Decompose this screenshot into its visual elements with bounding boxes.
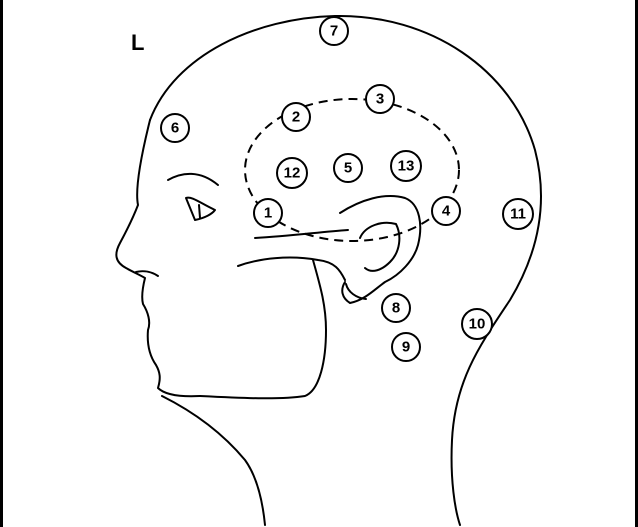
- svg-text:5: 5: [344, 160, 352, 177]
- ear-inner: [360, 223, 399, 271]
- svg-text:12: 12: [284, 165, 301, 182]
- eyebrow: [168, 174, 218, 185]
- face-profile: [116, 120, 200, 396]
- svg-text:13: 13: [398, 158, 415, 175]
- jaw-line: [200, 260, 326, 398]
- point-1: 1: [254, 199, 282, 227]
- svg-text:11: 11: [510, 206, 526, 223]
- temporal-line: [255, 230, 348, 238]
- ear-lobe: [346, 284, 366, 299]
- cheek-line: [238, 258, 345, 280]
- point-10: 10: [462, 309, 492, 339]
- svg-text:4: 4: [442, 203, 451, 220]
- point-13: 13: [391, 151, 421, 181]
- point-2: 2: [282, 103, 310, 131]
- point-9: 9: [392, 333, 420, 361]
- svg-text:6: 6: [171, 120, 179, 137]
- point-11: 11: [503, 199, 533, 229]
- svg-text:8: 8: [392, 300, 400, 317]
- point-3: 3: [366, 85, 394, 113]
- svg-text:2: 2: [292, 109, 300, 126]
- neck-front: [162, 396, 265, 525]
- point-6: 6: [161, 114, 189, 142]
- eye: [186, 198, 215, 220]
- point-7: 7: [320, 17, 348, 45]
- point-5: 5: [334, 154, 362, 182]
- head-outline: [150, 16, 541, 525]
- svg-text:9: 9: [402, 339, 410, 356]
- point-4: 4: [432, 197, 460, 225]
- svg-text:7: 7: [330, 23, 338, 40]
- point-12: 12: [277, 158, 307, 188]
- point-8: 8: [382, 294, 410, 322]
- ear-outline: [340, 196, 420, 303]
- svg-text:1: 1: [264, 205, 272, 222]
- svg-text:3: 3: [376, 91, 384, 108]
- svg-text:10: 10: [469, 316, 486, 333]
